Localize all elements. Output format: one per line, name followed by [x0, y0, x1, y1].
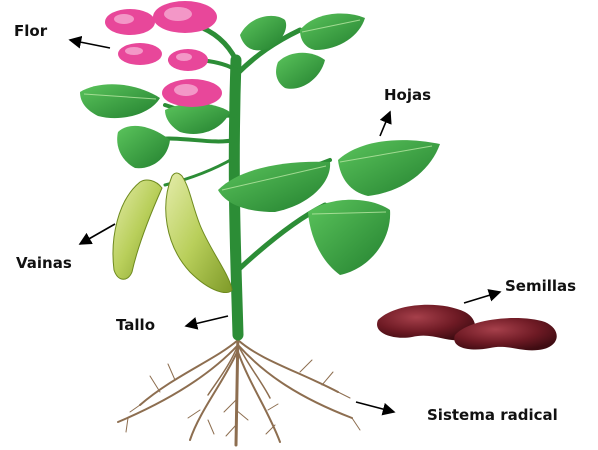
label-root-system: Sistema radical — [427, 406, 558, 424]
label-pods: Vainas — [16, 254, 72, 272]
label-leaves: Hojas — [384, 86, 431, 104]
arrow-flower — [70, 40, 110, 48]
label-seeds: Semillas — [505, 277, 576, 295]
arrow-seeds — [464, 292, 500, 303]
arrow-leaves — [380, 112, 390, 136]
arrow-roots — [356, 402, 394, 412]
seeds — [377, 305, 557, 351]
arrow-stem — [186, 316, 228, 326]
root-system — [118, 330, 360, 445]
watermark: depositphotos — [297, 294, 375, 333]
label-flower: Flor — [14, 22, 47, 40]
arrow-pods — [80, 224, 115, 244]
label-stem: Tallo — [116, 316, 155, 334]
pods — [113, 173, 232, 293]
